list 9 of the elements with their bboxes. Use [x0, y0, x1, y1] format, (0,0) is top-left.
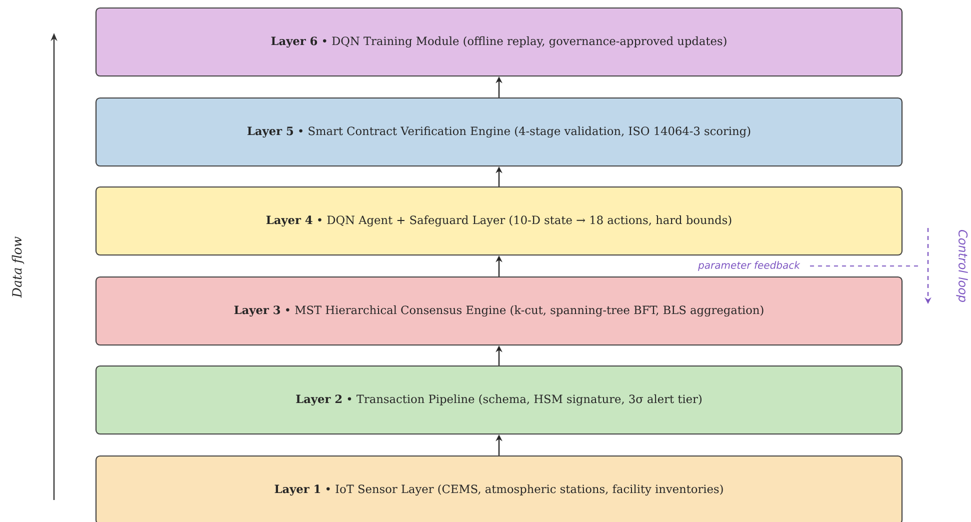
layer-box: Layer 4 • DQN Agent + Safeguard Layer (10-D state → 18 actions, hard bounds): [95, 186, 903, 256]
annotation-text: parameter feedback: [698, 261, 800, 271]
annotation-text: Control loop: [956, 230, 968, 302]
layer-box: Layer 5 • Smart Contract Verification Engine (4-stage validation, ISO 14064-3 scoring): [95, 97, 903, 167]
layer-box: Layer 1 • IoT Sensor Layer (CEMS, atmospheric stations, facility inventories): [95, 455, 903, 522]
axis-label: Data flow: [12, 236, 24, 298]
layer-box: Layer 3 • MST Hierarchical Consensus Engine (k-cut, spanning-tree BFT, BLS aggregation): [95, 276, 903, 346]
layer-box: Layer 2 • Transaction Pipeline (schema, HSM signature, 3σ alert tier): [95, 365, 903, 435]
layer-box: Layer 6 • DQN Training Module (offline replay, governance-approved updates): [95, 7, 903, 77]
